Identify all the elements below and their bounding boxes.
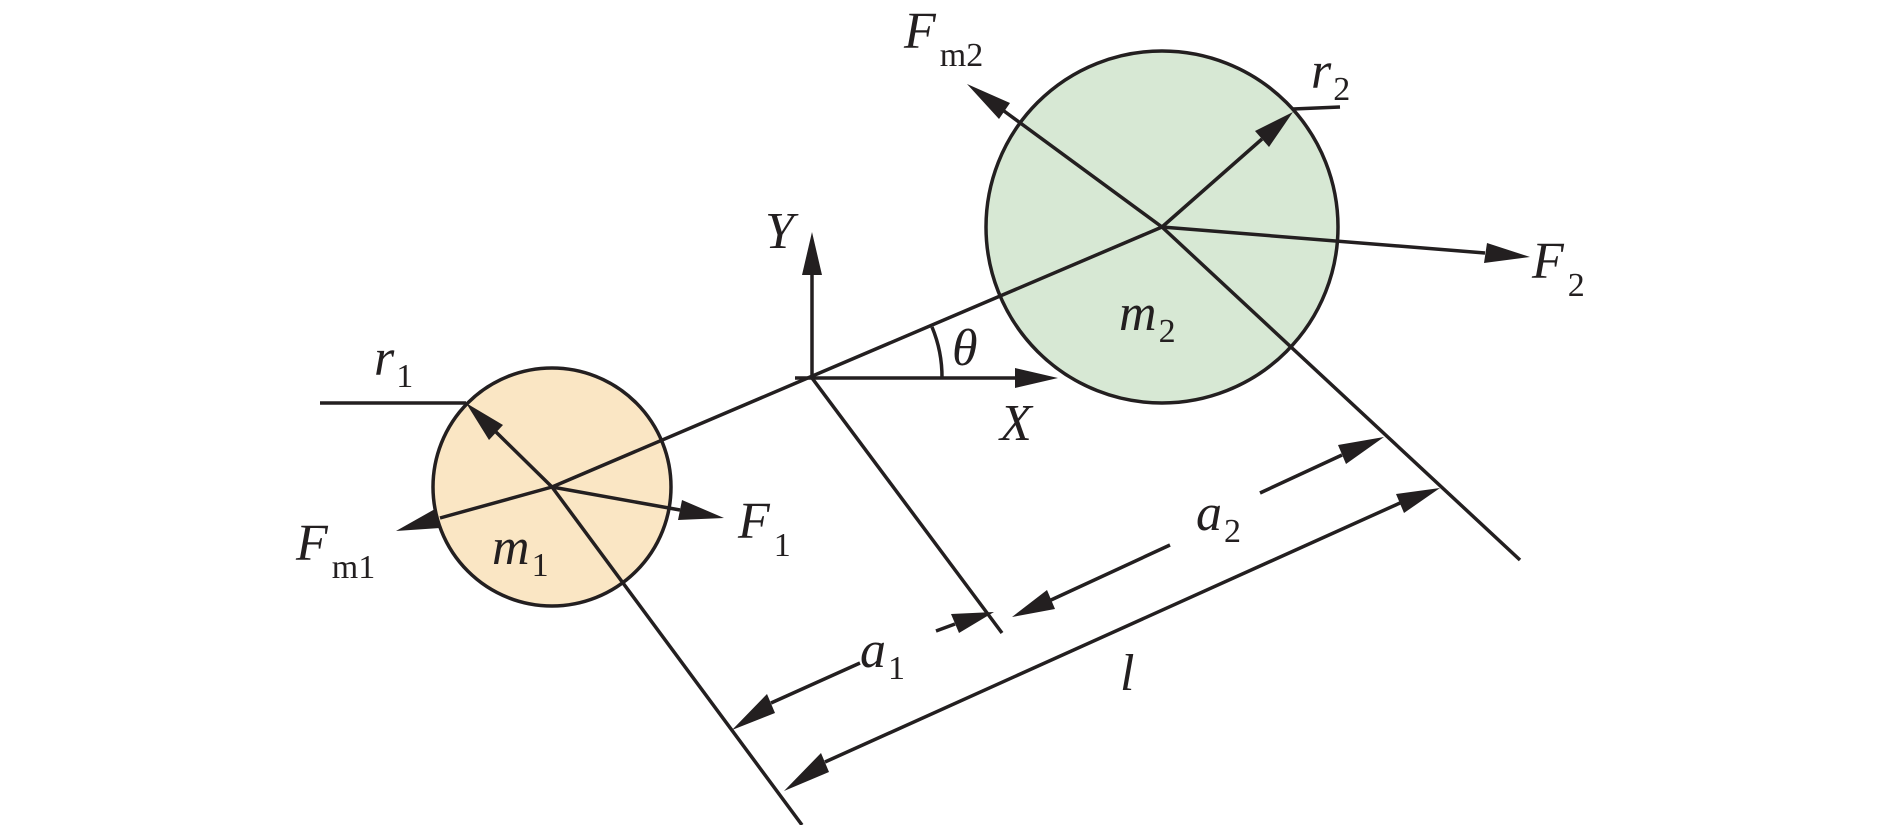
fm1-arrowhead bbox=[396, 509, 440, 531]
l-dim-line bbox=[824, 501, 1401, 764]
r1-radius-line bbox=[494, 430, 554, 489]
f1-line bbox=[551, 485, 681, 512]
l-arrowhead-upper bbox=[1396, 488, 1440, 513]
r2-radius-line bbox=[1160, 137, 1264, 229]
r2-arrowhead bbox=[1255, 112, 1293, 147]
extension-line-m2 bbox=[1160, 225, 1522, 562]
r2-leader bbox=[1292, 105, 1341, 111]
label-m2: m2 bbox=[1119, 285, 1176, 350]
x-axis-arrowhead bbox=[1015, 368, 1058, 388]
label-Y: Y bbox=[765, 203, 799, 260]
label-a2: a2 bbox=[1196, 485, 1241, 550]
theta-arc bbox=[930, 326, 944, 379]
label-a1: a1 bbox=[860, 622, 905, 687]
f1-arrowhead bbox=[678, 500, 724, 520]
label-X: X bbox=[998, 395, 1034, 452]
a2-arrowhead-lower bbox=[1012, 590, 1055, 617]
label-theta: θ bbox=[952, 320, 978, 377]
a2-dim-line-lower bbox=[1050, 543, 1171, 602]
rod-line bbox=[551, 225, 1163, 489]
fm2-arrowhead bbox=[967, 84, 1010, 119]
f2-arrowhead bbox=[1484, 243, 1530, 263]
a2-dim-line-upper bbox=[1259, 453, 1343, 495]
a1-dim-line-upper bbox=[935, 622, 956, 633]
r1-arrowhead bbox=[466, 403, 503, 440]
extension-line-origin bbox=[810, 376, 1004, 635]
label-l: l bbox=[1120, 645, 1134, 702]
label-r2: r2 bbox=[1311, 43, 1350, 108]
a2-arrowhead-upper bbox=[1338, 437, 1384, 464]
a1-arrowhead-lower bbox=[732, 694, 775, 730]
fm1-line bbox=[439, 485, 553, 520]
label-m1: m1 bbox=[492, 519, 549, 584]
extension-line-m1 bbox=[550, 485, 804, 825]
a1-dim-line-lower bbox=[770, 661, 861, 705]
l-arrowhead-lower bbox=[784, 753, 829, 791]
y-axis-arrowhead bbox=[802, 232, 822, 275]
label-r1: r1 bbox=[374, 330, 413, 395]
fm2-line bbox=[1002, 109, 1164, 229]
a1-arrowhead-upper bbox=[951, 612, 994, 633]
f2-line bbox=[1161, 225, 1486, 255]
